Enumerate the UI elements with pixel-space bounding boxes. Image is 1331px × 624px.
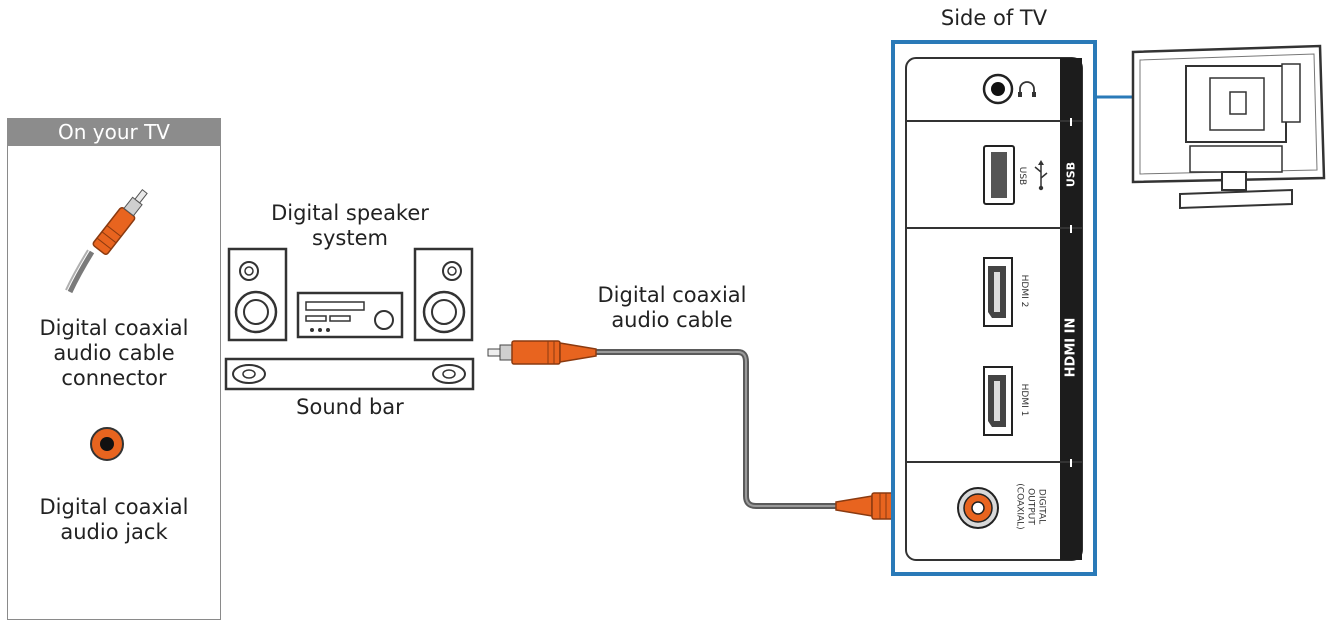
digital-output-jack [957,487,999,529]
hdmi1-label: HDMI 1 [1019,383,1029,417]
hdmi-in-band-label: HDMI IN [1063,317,1079,378]
usb-icon [1034,160,1048,191]
speaker-icon [413,247,474,342]
jack-label: Digital coaxial audio jack [39,495,189,544]
legend-title: On your TV [7,118,221,146]
hdmi2-label: HDMI 2 [1019,274,1029,308]
hdmi-port [983,366,1013,436]
receiver-icon [296,291,404,339]
headphone-jack [982,73,1014,105]
connector-label: Digital coaxial audio cable connector [39,316,189,390]
usb-label: USB [1017,166,1027,186]
cable-label: Digital coaxial audio cable [597,283,747,332]
usb-port [983,145,1015,205]
speaker-system-label: Digital speaker system [271,201,429,250]
speaker-icon [227,247,288,342]
hdmi-port [983,257,1013,327]
rca-connector-icon [487,340,597,365]
tv-side-panel [891,40,1097,576]
headphone-icon [1018,81,1036,97]
soundbar-label: Sound bar [296,395,404,419]
coaxial-jack-icon [90,427,124,461]
digital-output-label: DIGITAL OUTPUT (COAXIAL) [1014,483,1047,530]
tv-icon [1131,44,1326,210]
tv-side-title: Side of TV [940,6,1048,30]
soundbar-icon [224,357,475,391]
rca-connector-icon [65,189,148,294]
coaxial-cable [596,349,836,509]
usb-band-label: USB [1064,161,1078,188]
